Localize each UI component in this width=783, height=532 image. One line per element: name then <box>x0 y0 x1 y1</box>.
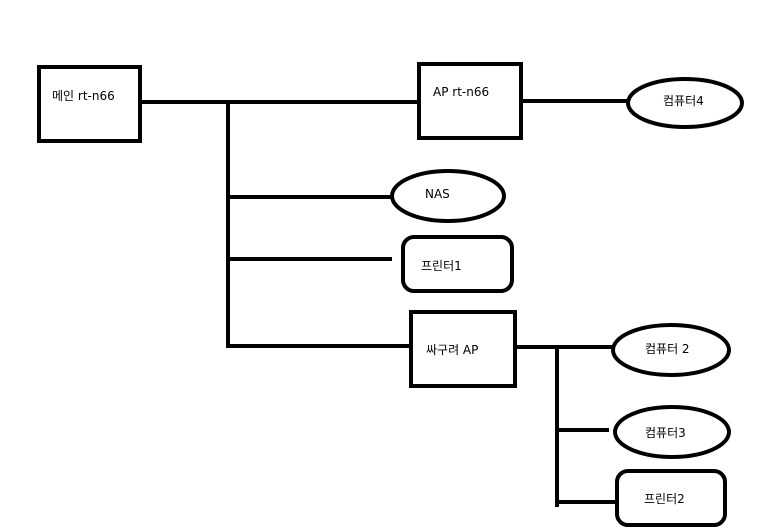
node-computer2: 컴퓨터 2 <box>611 323 731 377</box>
node-printer2-shape <box>615 469 727 527</box>
node-printer1-label: 프린터1 <box>421 259 462 273</box>
node-computer2-shape <box>611 323 731 377</box>
node-ap-router-label: AP rt-n66 <box>433 85 489 99</box>
connections <box>141 99 628 507</box>
node-computer2-label: 컴퓨터 2 <box>645 342 690 356</box>
node-ap-router-box <box>417 62 523 140</box>
node-main-router: 메인 rt-n66 <box>37 65 142 143</box>
node-main-router-box <box>37 65 142 143</box>
node-printer1-shape <box>401 235 514 293</box>
node-cheap-ap: 싸구려 AP <box>409 310 517 388</box>
node-cheap-ap-label: 싸구려 AP <box>426 343 478 357</box>
node-nas: NAS <box>390 169 506 223</box>
node-computer3-shape <box>613 405 731 459</box>
node-printer2: 프린터2 <box>615 469 727 527</box>
node-printer2-label: 프린터2 <box>644 492 685 506</box>
node-computer4-label: 컴퓨터4 <box>663 94 704 108</box>
node-computer3-label: 컴퓨터3 <box>645 426 686 440</box>
node-cheap-ap-box <box>409 310 517 388</box>
node-nas-label: NAS <box>425 187 450 201</box>
node-main-router-label: 메인 rt-n66 <box>52 89 115 103</box>
node-nas-shape <box>390 169 506 223</box>
node-computer4: 컴퓨터4 <box>626 77 744 129</box>
node-printer1: 프린터1 <box>401 235 514 293</box>
node-computer4-shape <box>626 77 744 129</box>
node-ap-router: AP rt-n66 <box>417 62 523 140</box>
node-computer3: 컴퓨터3 <box>613 405 731 459</box>
